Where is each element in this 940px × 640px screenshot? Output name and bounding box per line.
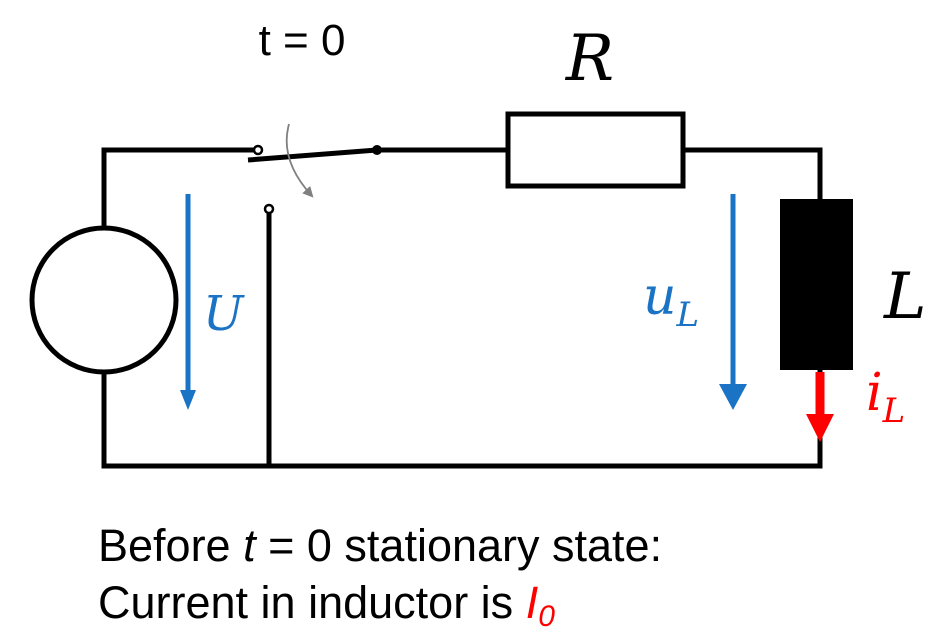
circuit-wires xyxy=(101,147,823,469)
resistor-symbol xyxy=(505,111,686,189)
inductor-voltage-label: uL xyxy=(643,267,699,335)
resistor-label: R xyxy=(565,22,614,96)
inductor-current-subscript: L xyxy=(882,391,906,431)
inductor-voltage-arrow xyxy=(719,194,747,410)
caption-current-text: Current in inductor is xyxy=(98,577,526,628)
inductor-symbol xyxy=(780,199,853,370)
caption-current-symbol: I xyxy=(525,577,539,628)
inductor-voltage-subscript: L xyxy=(676,295,700,335)
source-voltage-arrow xyxy=(180,194,196,410)
voltage-source-symbol xyxy=(29,225,179,375)
left-top-wire xyxy=(101,147,261,231)
left-bottom-wire xyxy=(101,369,823,469)
caption-line-1: Before t = 0 stationary state: xyxy=(98,523,662,568)
caption-time-symbol: t xyxy=(243,520,256,571)
switch-contact-bottom xyxy=(263,203,275,215)
switch-contact-top xyxy=(252,144,264,156)
caption-current-subscript: 0 xyxy=(538,600,555,633)
switch-time-label: t = 0 xyxy=(259,16,346,65)
switch-blade xyxy=(247,147,378,163)
caption-state-text: = 0 stationary state: xyxy=(255,520,663,571)
source-voltage-label: U xyxy=(203,286,245,342)
inductor-current-symbol: i xyxy=(866,363,883,423)
inductor-voltage-symbol: u xyxy=(643,267,677,327)
resistor-to-inductor-wire xyxy=(680,147,823,202)
switch-pivot xyxy=(372,145,382,155)
caption-line-2: Current in inductor is I0 xyxy=(98,580,555,632)
caption-before-text: Before xyxy=(98,520,244,571)
inductor-label: L xyxy=(883,260,927,334)
switch-motion-arrow xyxy=(285,123,314,198)
switch xyxy=(247,123,382,215)
inductor-current-label: iL xyxy=(866,363,905,431)
inductor-current-arrow xyxy=(806,372,834,442)
